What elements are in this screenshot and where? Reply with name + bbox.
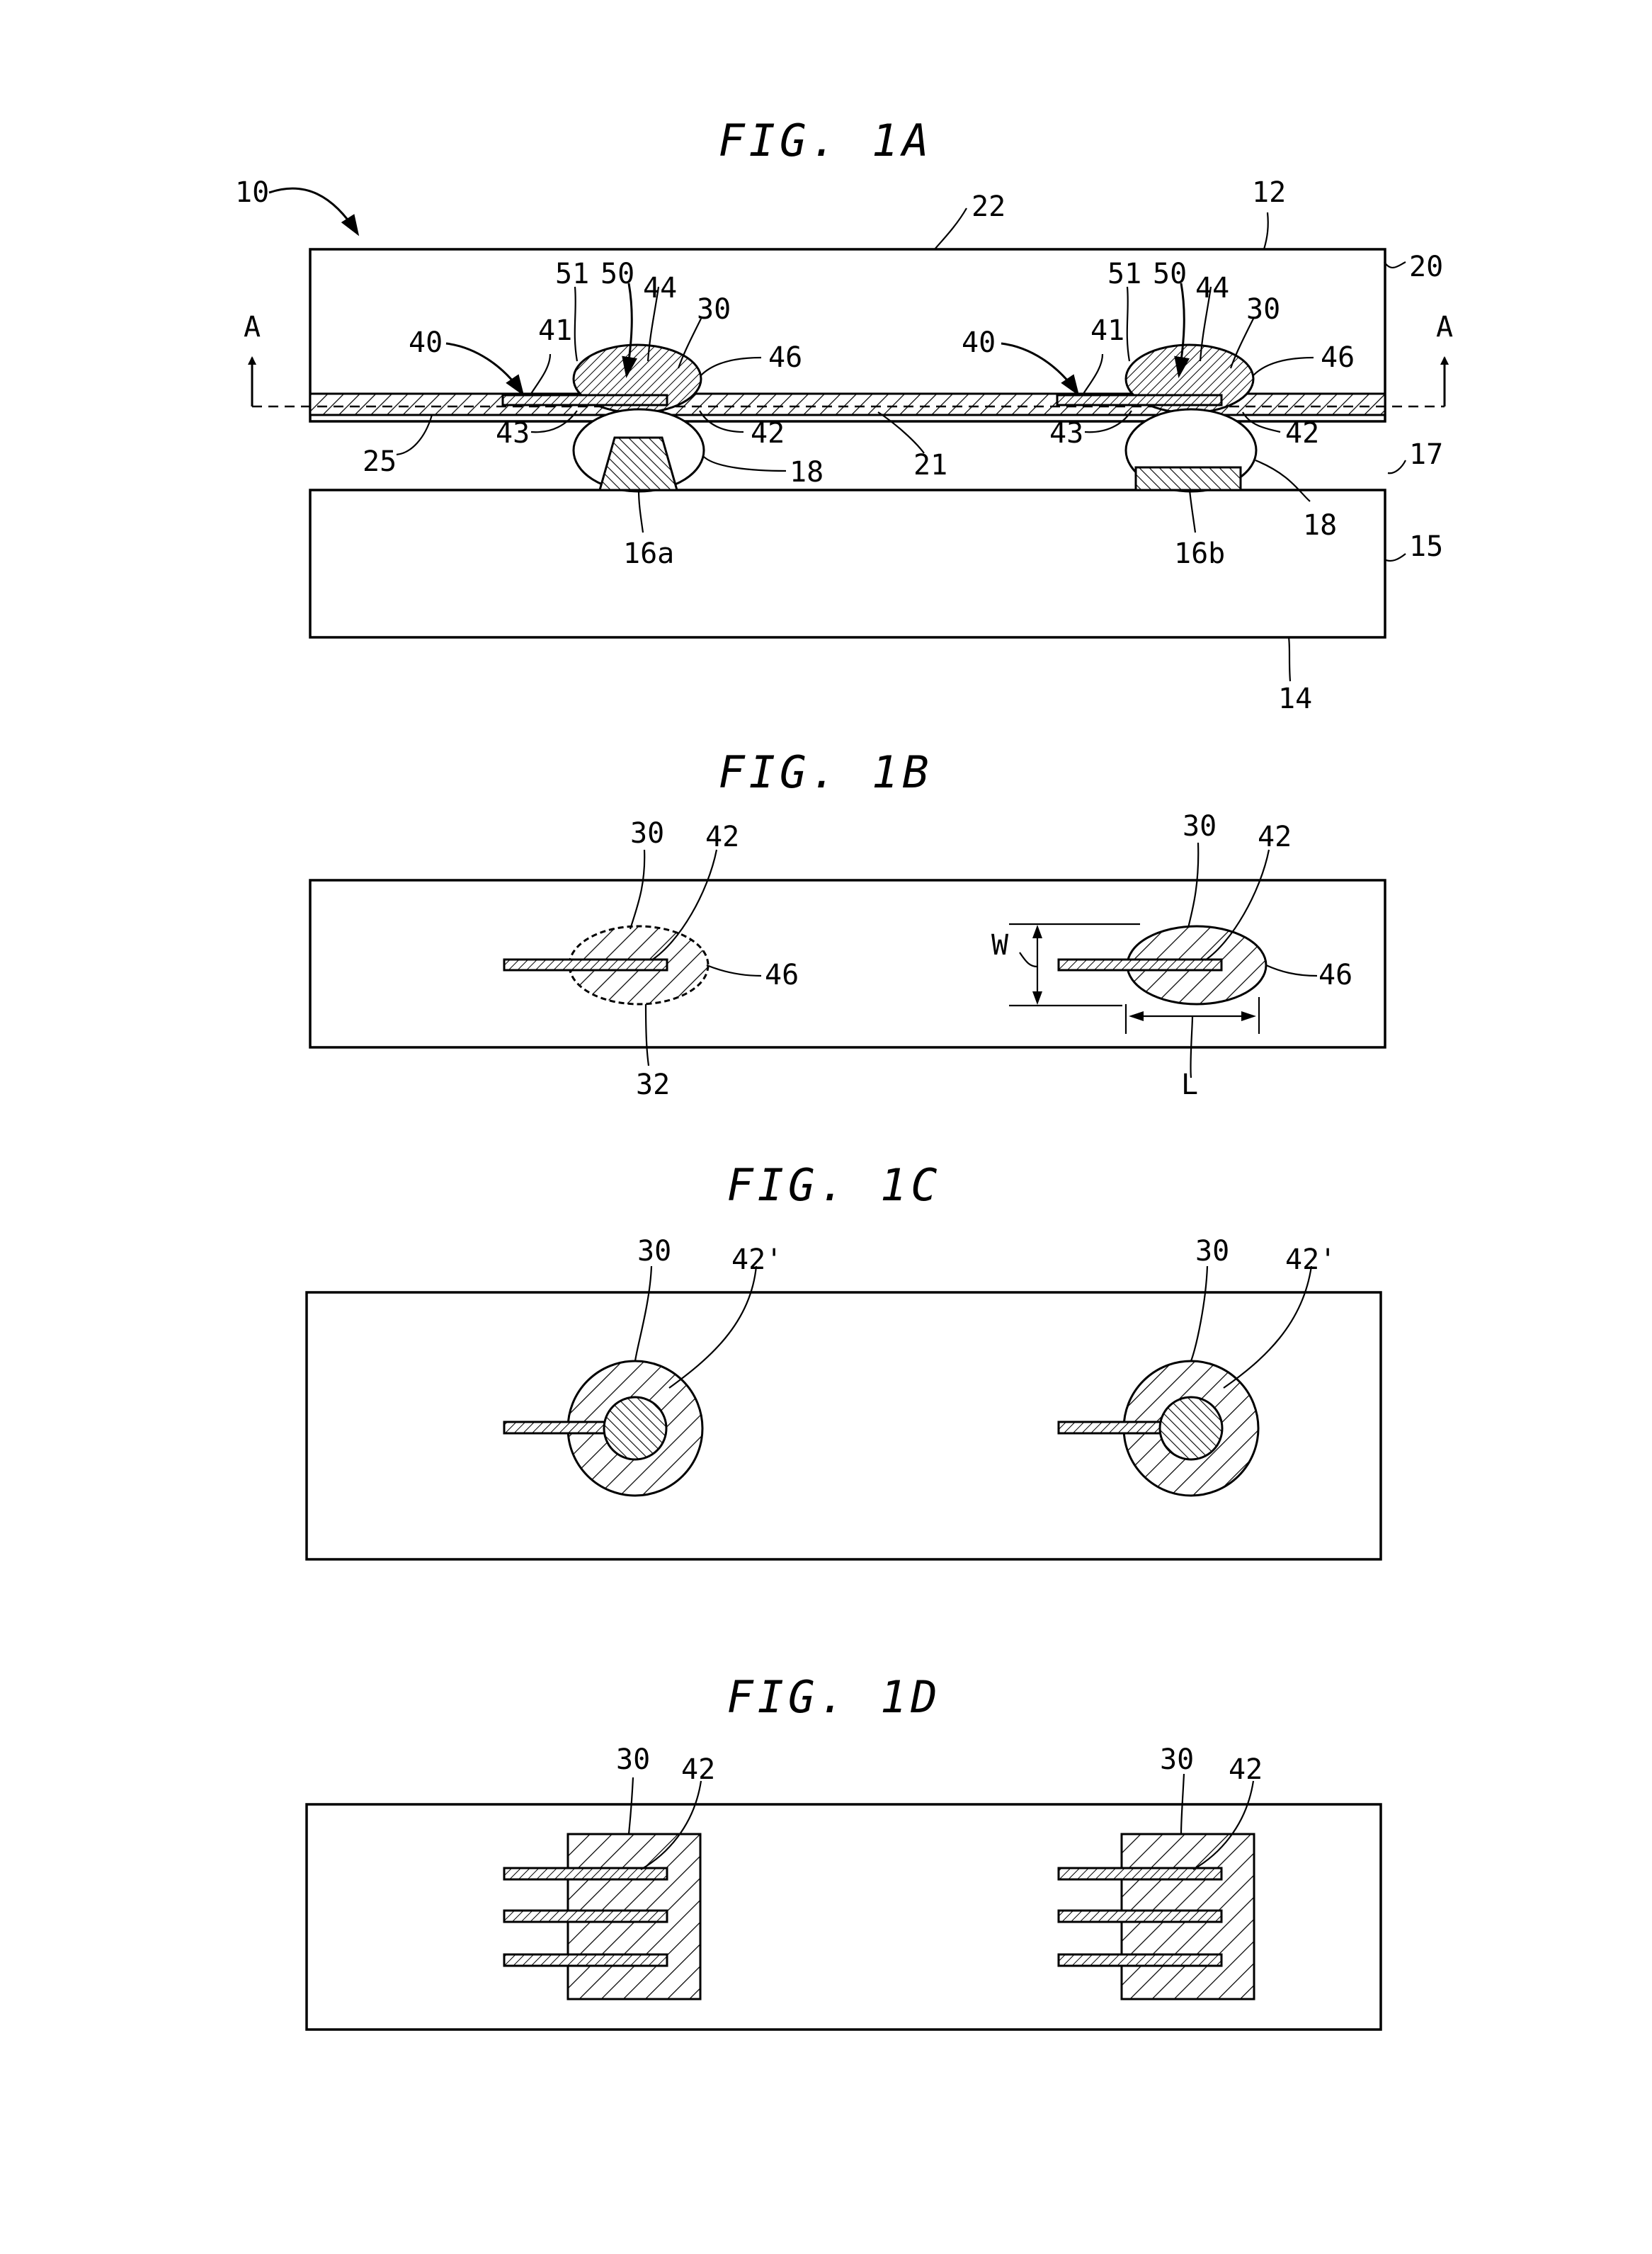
- ref-17-label: 17: [1409, 438, 1443, 471]
- finger-right-1d-1: [1059, 1868, 1221, 1879]
- ref-20-label: 20: [1409, 251, 1443, 283]
- ref-30-right-1b-label: 30: [1183, 810, 1217, 843]
- finger-right-1d-2: [1059, 1911, 1221, 1922]
- pad-42p-left-1c: [604, 1397, 666, 1459]
- ref-18-left-label: 18: [790, 456, 824, 489]
- fig-1c-title: FIG. 1C: [727, 1159, 941, 1211]
- fig-1a-title: FIG. 1A: [718, 115, 933, 166]
- fig-1b: FIG. 1B 30 42 46 32 30 42 46: [310, 746, 1385, 1101]
- finger-left-1d-2: [504, 1911, 667, 1922]
- ref-15-label: 15: [1409, 530, 1443, 563]
- dim-w-label: W: [991, 929, 1009, 962]
- ref-50-left-label: 50: [600, 258, 634, 290]
- ref-10-label: 10: [235, 176, 269, 209]
- fig-1c: FIG. 1C 30 42' 30 42': [307, 1159, 1381, 1559]
- ref-40-right-label: 40: [962, 326, 996, 359]
- ref-42-left-1d-label: 42: [681, 1753, 715, 1786]
- fig-1b-title: FIG. 1B: [718, 746, 933, 798]
- ref-16b-label: 16b: [1174, 537, 1225, 570]
- ref-42-left-1b-label: 42: [705, 821, 739, 853]
- ref-46-right-label: 46: [1321, 341, 1355, 374]
- ref-32-label: 32: [636, 1069, 670, 1101]
- finger-left-1d-1: [504, 1868, 667, 1879]
- dim-l-label: L: [1181, 1069, 1198, 1101]
- ref-42p-right-1c-label: 42': [1285, 1243, 1336, 1276]
- ref-41-right-label: 41: [1090, 314, 1124, 347]
- ref-30-left-1b-label: 30: [630, 817, 664, 850]
- fig-1a: FIG. 1A: [235, 115, 1453, 715]
- ref-25-label: 25: [363, 445, 397, 478]
- ref-43-right-label: 43: [1049, 417, 1083, 450]
- ref-42p-left-1c-label: 42': [731, 1243, 782, 1276]
- trace-left-1c: [504, 1422, 617, 1433]
- trace-40-right: [1057, 395, 1221, 405]
- ref-44-left-label: 44: [643, 272, 677, 304]
- ref-30-left-1c-label: 30: [637, 1235, 671, 1268]
- ref-22-label: 22: [972, 190, 1006, 223]
- ref-30-right-1c-label: 30: [1195, 1235, 1229, 1268]
- ref-43-left-label: 43: [496, 417, 530, 450]
- ref-30-left-label: 30: [697, 293, 731, 326]
- fig-1d: FIG. 1D 30 42 30 42: [307, 1671, 1381, 2030]
- ref-46-left-1b-label: 46: [765, 959, 799, 991]
- ref-40-left-label: 40: [409, 326, 443, 359]
- trace-right-1c: [1059, 1422, 1172, 1433]
- trace-42-left-1b: [504, 960, 667, 970]
- ref-42-left-label: 42: [751, 417, 785, 450]
- ref-12-label: 12: [1252, 176, 1286, 209]
- fig-1d-title: FIG. 1D: [727, 1671, 941, 1723]
- ref-14-label: 14: [1278, 683, 1312, 715]
- ref-30-left-1d-label: 30: [616, 1743, 650, 1776]
- section-a-right-label: A: [1436, 311, 1453, 343]
- finger-right-1d-3: [1059, 1954, 1221, 1966]
- ref-18-right-label: 18: [1303, 509, 1337, 542]
- post-16a: [600, 438, 677, 490]
- ref-46-left-label: 46: [768, 341, 802, 374]
- ref-50-right-label: 50: [1153, 258, 1187, 290]
- trace-42-right-1b: [1059, 960, 1221, 970]
- ref-30-right-1d-label: 30: [1160, 1743, 1194, 1776]
- ref-51-right-label: 51: [1107, 258, 1141, 290]
- trace-40-left: [503, 395, 667, 405]
- pad-42p-right-1c: [1160, 1397, 1222, 1459]
- ref-44-right-label: 44: [1195, 272, 1229, 304]
- ref-10-arrow: [269, 188, 358, 234]
- ref-46-right-1b-label: 46: [1318, 959, 1352, 991]
- ref-41-left-label: 41: [538, 314, 572, 347]
- section-a-left-label: A: [244, 311, 261, 343]
- ref-42-right-1b-label: 42: [1258, 821, 1292, 853]
- ref-30-right-label: 30: [1246, 293, 1280, 326]
- ref-21-label: 21: [913, 449, 947, 482]
- finger-left-1d-3: [504, 1954, 667, 1966]
- ref-16a-label: 16a: [623, 537, 674, 570]
- pad-16b: [1136, 467, 1241, 490]
- ref-42-right-1d-label: 42: [1229, 1753, 1263, 1786]
- ref-42-right-label: 42: [1285, 417, 1319, 450]
- ref-51-left-label: 51: [555, 258, 589, 290]
